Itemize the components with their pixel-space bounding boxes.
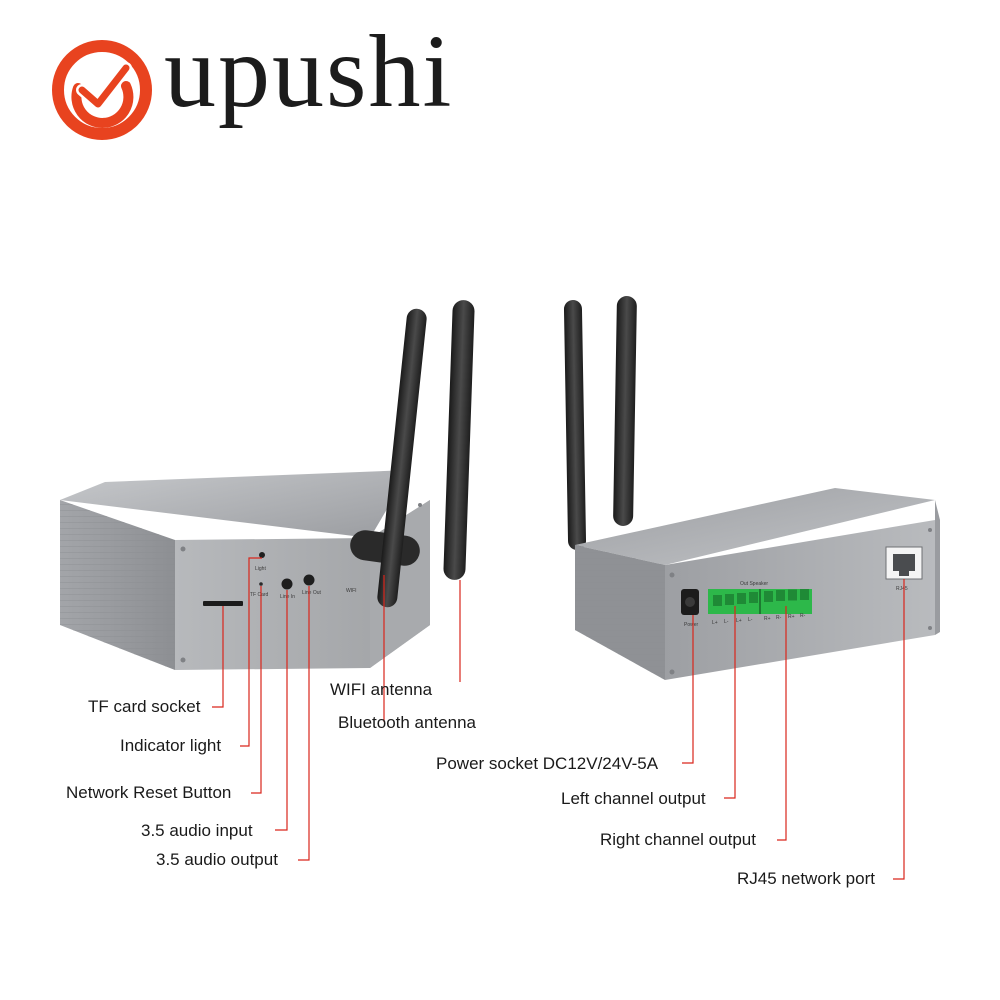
leader-lines	[212, 557, 905, 880]
panel-label-rj45: RJ45	[896, 586, 908, 592]
callout-right-channel-output: Right channel output	[600, 830, 756, 849]
terminal-block-icon	[708, 589, 812, 614]
rj45-port-icon	[885, 546, 923, 580]
antenna-icon	[377, 300, 475, 608]
brand-logo: upushi	[52, 20, 532, 140]
callout-left-channel-output: Left channel output	[561, 789, 706, 808]
svg-text:R+: R+	[764, 616, 771, 622]
device-right: Power Out Speaker L+ L- L+ L- R+ R- R+ R…	[563, 296, 940, 680]
callout-bluetooth-antenna: Bluetooth antenna	[338, 713, 477, 732]
svg-text:L+: L+	[736, 618, 742, 624]
callout-wifi-antenna: WIFI antenna	[330, 680, 433, 699]
panel-label-tf-card: TF Card	[250, 592, 269, 598]
device-left: Light TF Card Line In Line Out WIFI	[60, 300, 475, 670]
callout-power-socket: Power socket DC12V/24V-5A	[436, 754, 659, 773]
brand-logo-icon	[52, 40, 152, 140]
svg-text:L+: L+	[712, 620, 718, 626]
callout-tf-card-socket: TF card socket	[88, 697, 201, 716]
svg-text:R-: R-	[800, 613, 806, 619]
panel-label-wifi: WIFI	[346, 588, 357, 594]
callout-network-reset-button: Network Reset Button	[66, 783, 232, 802]
brand-name: upushi	[164, 14, 454, 129]
panel-label-line-out: Line Out	[302, 590, 322, 596]
callout-audio-input: 3.5 audio input	[141, 821, 253, 840]
panel-label-line-in: Line In	[280, 594, 295, 600]
panel-label-light: Light	[255, 566, 266, 572]
svg-text:L-: L-	[724, 619, 729, 625]
callout-audio-output: 3.5 audio output	[156, 850, 278, 869]
callout-rj45-network-port: RJ45 network port	[737, 869, 875, 888]
svg-text:R-: R-	[776, 615, 782, 621]
panel-label-power: Power	[684, 622, 699, 628]
callout-indicator-light: Indicator light	[120, 736, 222, 755]
svg-text:R+: R+	[788, 614, 795, 620]
panel-label-out-speaker: Out Speaker	[740, 581, 768, 587]
svg-text:L-: L-	[748, 617, 753, 623]
